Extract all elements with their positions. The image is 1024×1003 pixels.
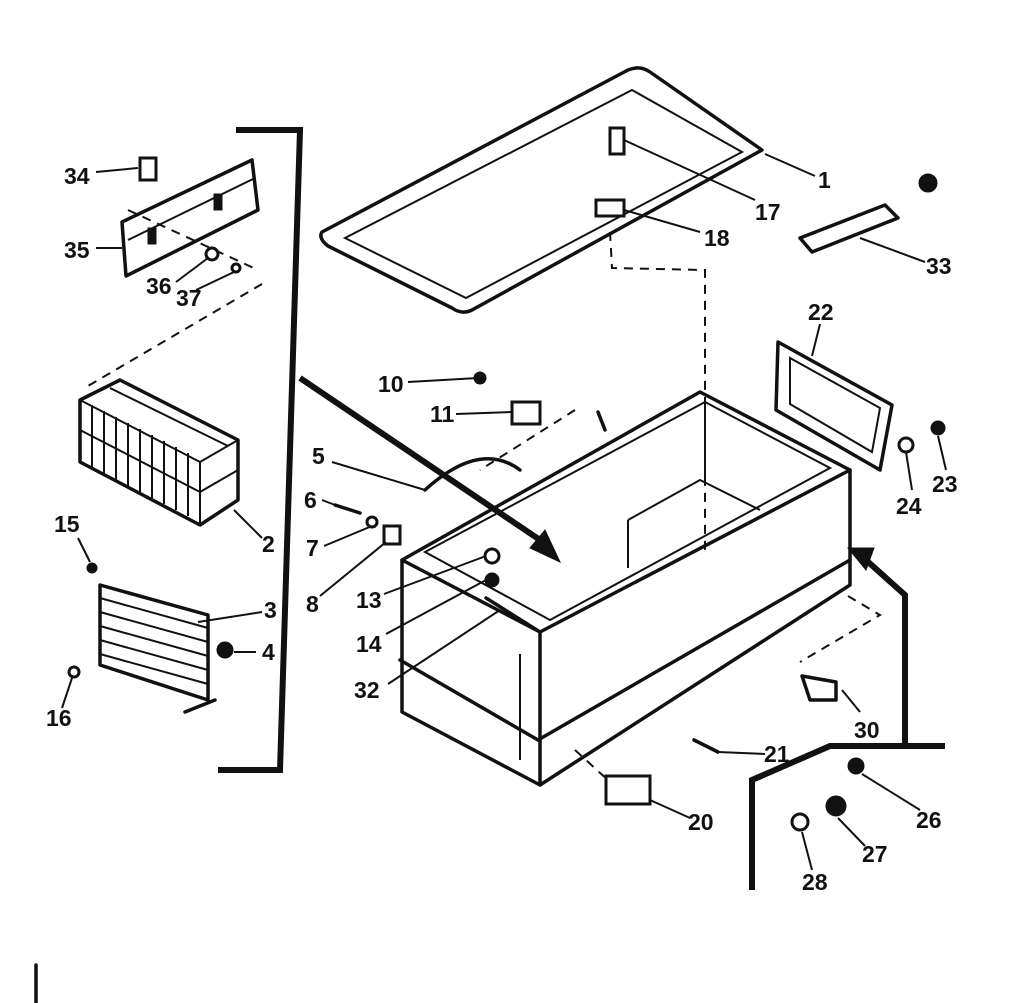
- freezer-cabinet: [398, 390, 852, 787]
- callout-4: 4: [262, 639, 275, 665]
- callout-22: 22: [808, 299, 834, 325]
- callout-24: 24: [896, 493, 922, 519]
- callout-27: 27: [862, 841, 888, 867]
- callout-37: 37: [176, 285, 202, 311]
- callout-28: 28: [802, 869, 828, 895]
- callout-11: 11: [430, 401, 455, 427]
- freezer-lid: [319, 66, 764, 314]
- callout-36: 36: [146, 273, 172, 299]
- grille-shelf: [98, 583, 217, 714]
- callout-labels: 1 17 18 33 22 23 24 34 35 36 37 2 15 3 4…: [46, 163, 958, 895]
- callout-6: 6: [304, 487, 317, 513]
- callout-20: 20: [688, 809, 714, 835]
- callout-14: 14: [356, 631, 382, 657]
- callout-7: 7: [306, 535, 319, 561]
- callout-34: 34: [64, 163, 90, 189]
- callout-8: 8: [306, 591, 319, 617]
- callout-15: 15: [54, 511, 80, 537]
- callout-16: 16: [46, 705, 72, 731]
- callout-2: 2: [262, 531, 275, 557]
- callout-32: 32: [354, 677, 380, 703]
- small-parts: [67, 126, 946, 832]
- callout-18: 18: [704, 225, 730, 251]
- hinge-bracket-line: [749, 743, 945, 890]
- assembly-arrow-left: [298, 375, 562, 564]
- callout-26: 26: [916, 807, 942, 833]
- callout-1: 1: [818, 167, 831, 193]
- assembly-arrow-right: [846, 547, 908, 745]
- divider-rail: [120, 158, 260, 278]
- accessory-group-bracket: [218, 127, 304, 773]
- callout-21: 21: [764, 741, 790, 767]
- callout-30: 30: [854, 717, 880, 743]
- callout-13: 13: [356, 587, 382, 613]
- callout-33: 33: [926, 253, 952, 279]
- callout-leaders: [61, 139, 947, 871]
- callout-23: 23: [932, 471, 958, 497]
- callout-5: 5: [312, 443, 325, 469]
- callout-3: 3: [264, 597, 277, 623]
- callout-35: 35: [64, 237, 90, 263]
- callout-10: 10: [378, 371, 404, 397]
- dashed-assembly-lines: [87, 209, 882, 783]
- callout-17: 17: [755, 199, 781, 225]
- wire-basket: [78, 378, 240, 527]
